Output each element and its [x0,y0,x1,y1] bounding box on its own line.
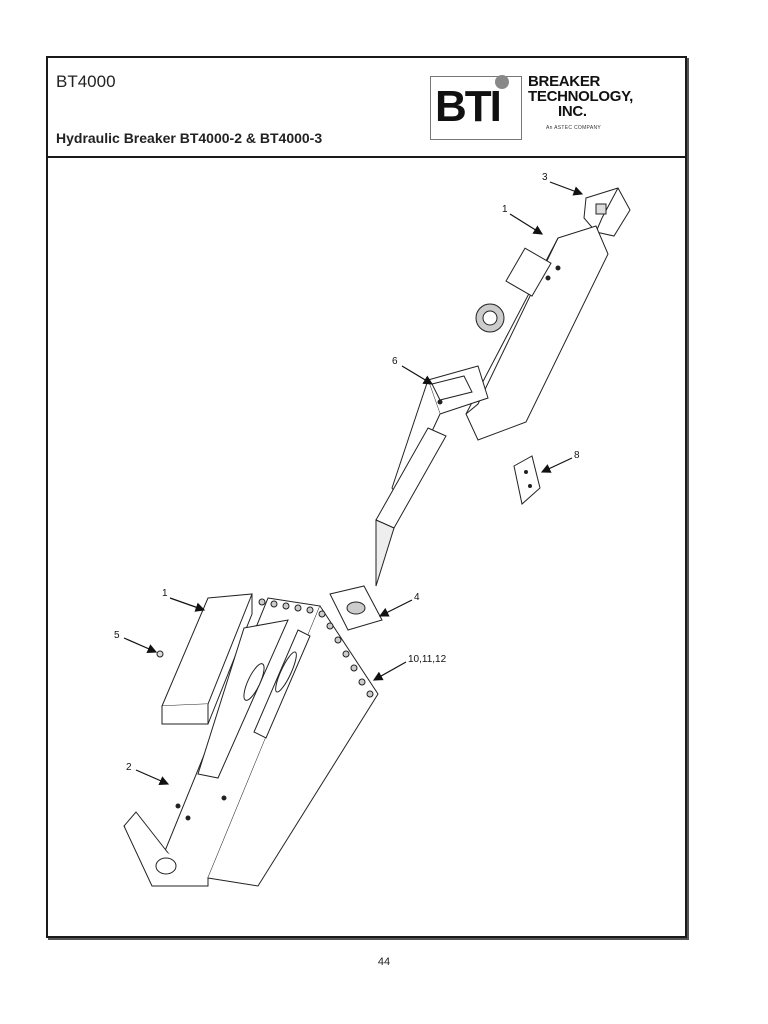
callout-5: 5 [114,630,120,641]
part-3-top-cap [583,187,631,237]
part-4-bushing [329,585,383,631]
logo-line-3: INC. [558,103,587,120]
logo-tagline: An ASTEC COMPANY [546,125,601,131]
callout-2: 2 [126,762,132,773]
document-subtitle: Hydraulic Breaker BT4000-2 & BT4000-3 [56,130,323,146]
exploded-parts-diagram: 3 1 6 8 1 4 5 10,11,12 2 [114,172,631,887]
leader-arrows [123,181,584,786]
callout-4: 4 [414,592,420,603]
callout-6: 6 [392,356,398,367]
callout-3: 3 [542,172,548,183]
logo-mark-text: BTI [435,82,502,131]
callout-8: 8 [574,450,580,461]
company-logo-text: BREAKER TECHNOLOGY, INC. An ASTEC COMPAN… [528,74,678,131]
document-header: BT4000 Hydraulic Breaker BT4000-2 & BT40… [48,58,685,158]
part-8-wear-plate [513,455,541,505]
callout-10-11-12: 10,11,12 [408,654,447,665]
callout-1-top: 1 [502,204,508,215]
part-2-housing [123,597,379,887]
part-1-side-plate [161,593,253,725]
logo-line-2: TECHNOLOGY, [528,88,634,105]
part-6-plate [431,375,473,401]
page-frame: BT4000 Hydraulic Breaker BT4000-2 & BT40… [46,56,687,938]
part-5-bolt [156,650,164,658]
bti-logo-mark: BTI [430,75,522,140]
page-number: 44 [377,956,391,968]
part-1-upper-body [375,225,609,587]
model-title: BT4000 [56,72,116,91]
callout-1-bottom: 1 [162,588,168,599]
logo-dot-icon [495,75,509,89]
logo-line-1: BREAKER [528,73,601,90]
